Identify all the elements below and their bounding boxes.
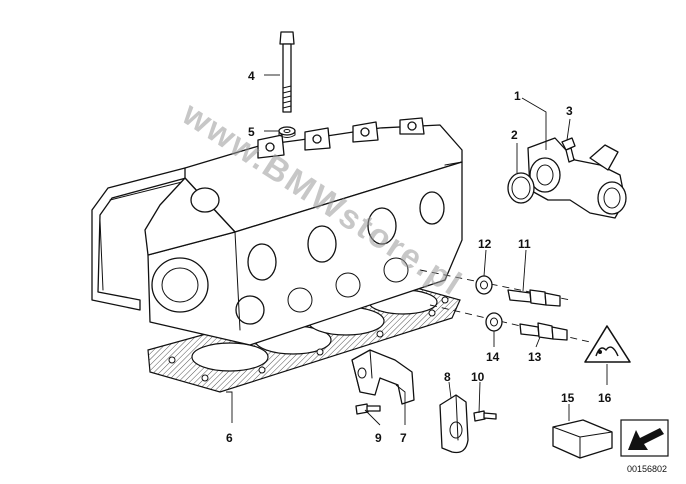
callout-8: 8 [444, 370, 451, 384]
bracket-bolt [355, 403, 381, 415]
reference-number: 00156802 [627, 464, 667, 474]
bolt-washer [278, 126, 296, 138]
coolant-flange [527, 137, 627, 219]
temperature-sensor-upper [507, 289, 561, 307]
callout-7: 7 [400, 431, 407, 445]
leader-lines [226, 74, 608, 426]
callout-5: 5 [248, 125, 255, 139]
temperature-sensor-lower [519, 322, 568, 341]
callout-11: 11 [518, 237, 531, 251]
parts-kit-box [552, 419, 613, 459]
callout-16: 16 [598, 391, 612, 405]
sensor-washer-lower [485, 312, 503, 332]
head-bolt [279, 31, 295, 113]
lifting-eye [439, 394, 469, 454]
lifting-eye-bolt [473, 410, 497, 422]
callout-6: 6 [226, 431, 233, 445]
engine-bracket [351, 349, 415, 405]
callout-10: 10 [471, 370, 485, 384]
callout-9: 9 [375, 431, 382, 445]
callout-3: 3 [566, 104, 573, 118]
callout-4: 4 [248, 69, 255, 83]
assembly-line-sensor-upper [419, 269, 571, 301]
callout-2: 2 [511, 128, 518, 142]
callout-14: 14 [486, 350, 500, 364]
cylinder-head [91, 117, 463, 346]
seal-ring [507, 172, 535, 204]
callout-15: 15 [561, 391, 575, 405]
callout-13: 13 [528, 350, 542, 364]
reference-arrow-box [620, 419, 669, 457]
callout-1: 1 [514, 89, 521, 103]
warning-label [584, 325, 631, 363]
sensor-washer-upper [475, 275, 493, 295]
callout-12: 12 [478, 237, 492, 251]
flange-screw [561, 137, 576, 163]
